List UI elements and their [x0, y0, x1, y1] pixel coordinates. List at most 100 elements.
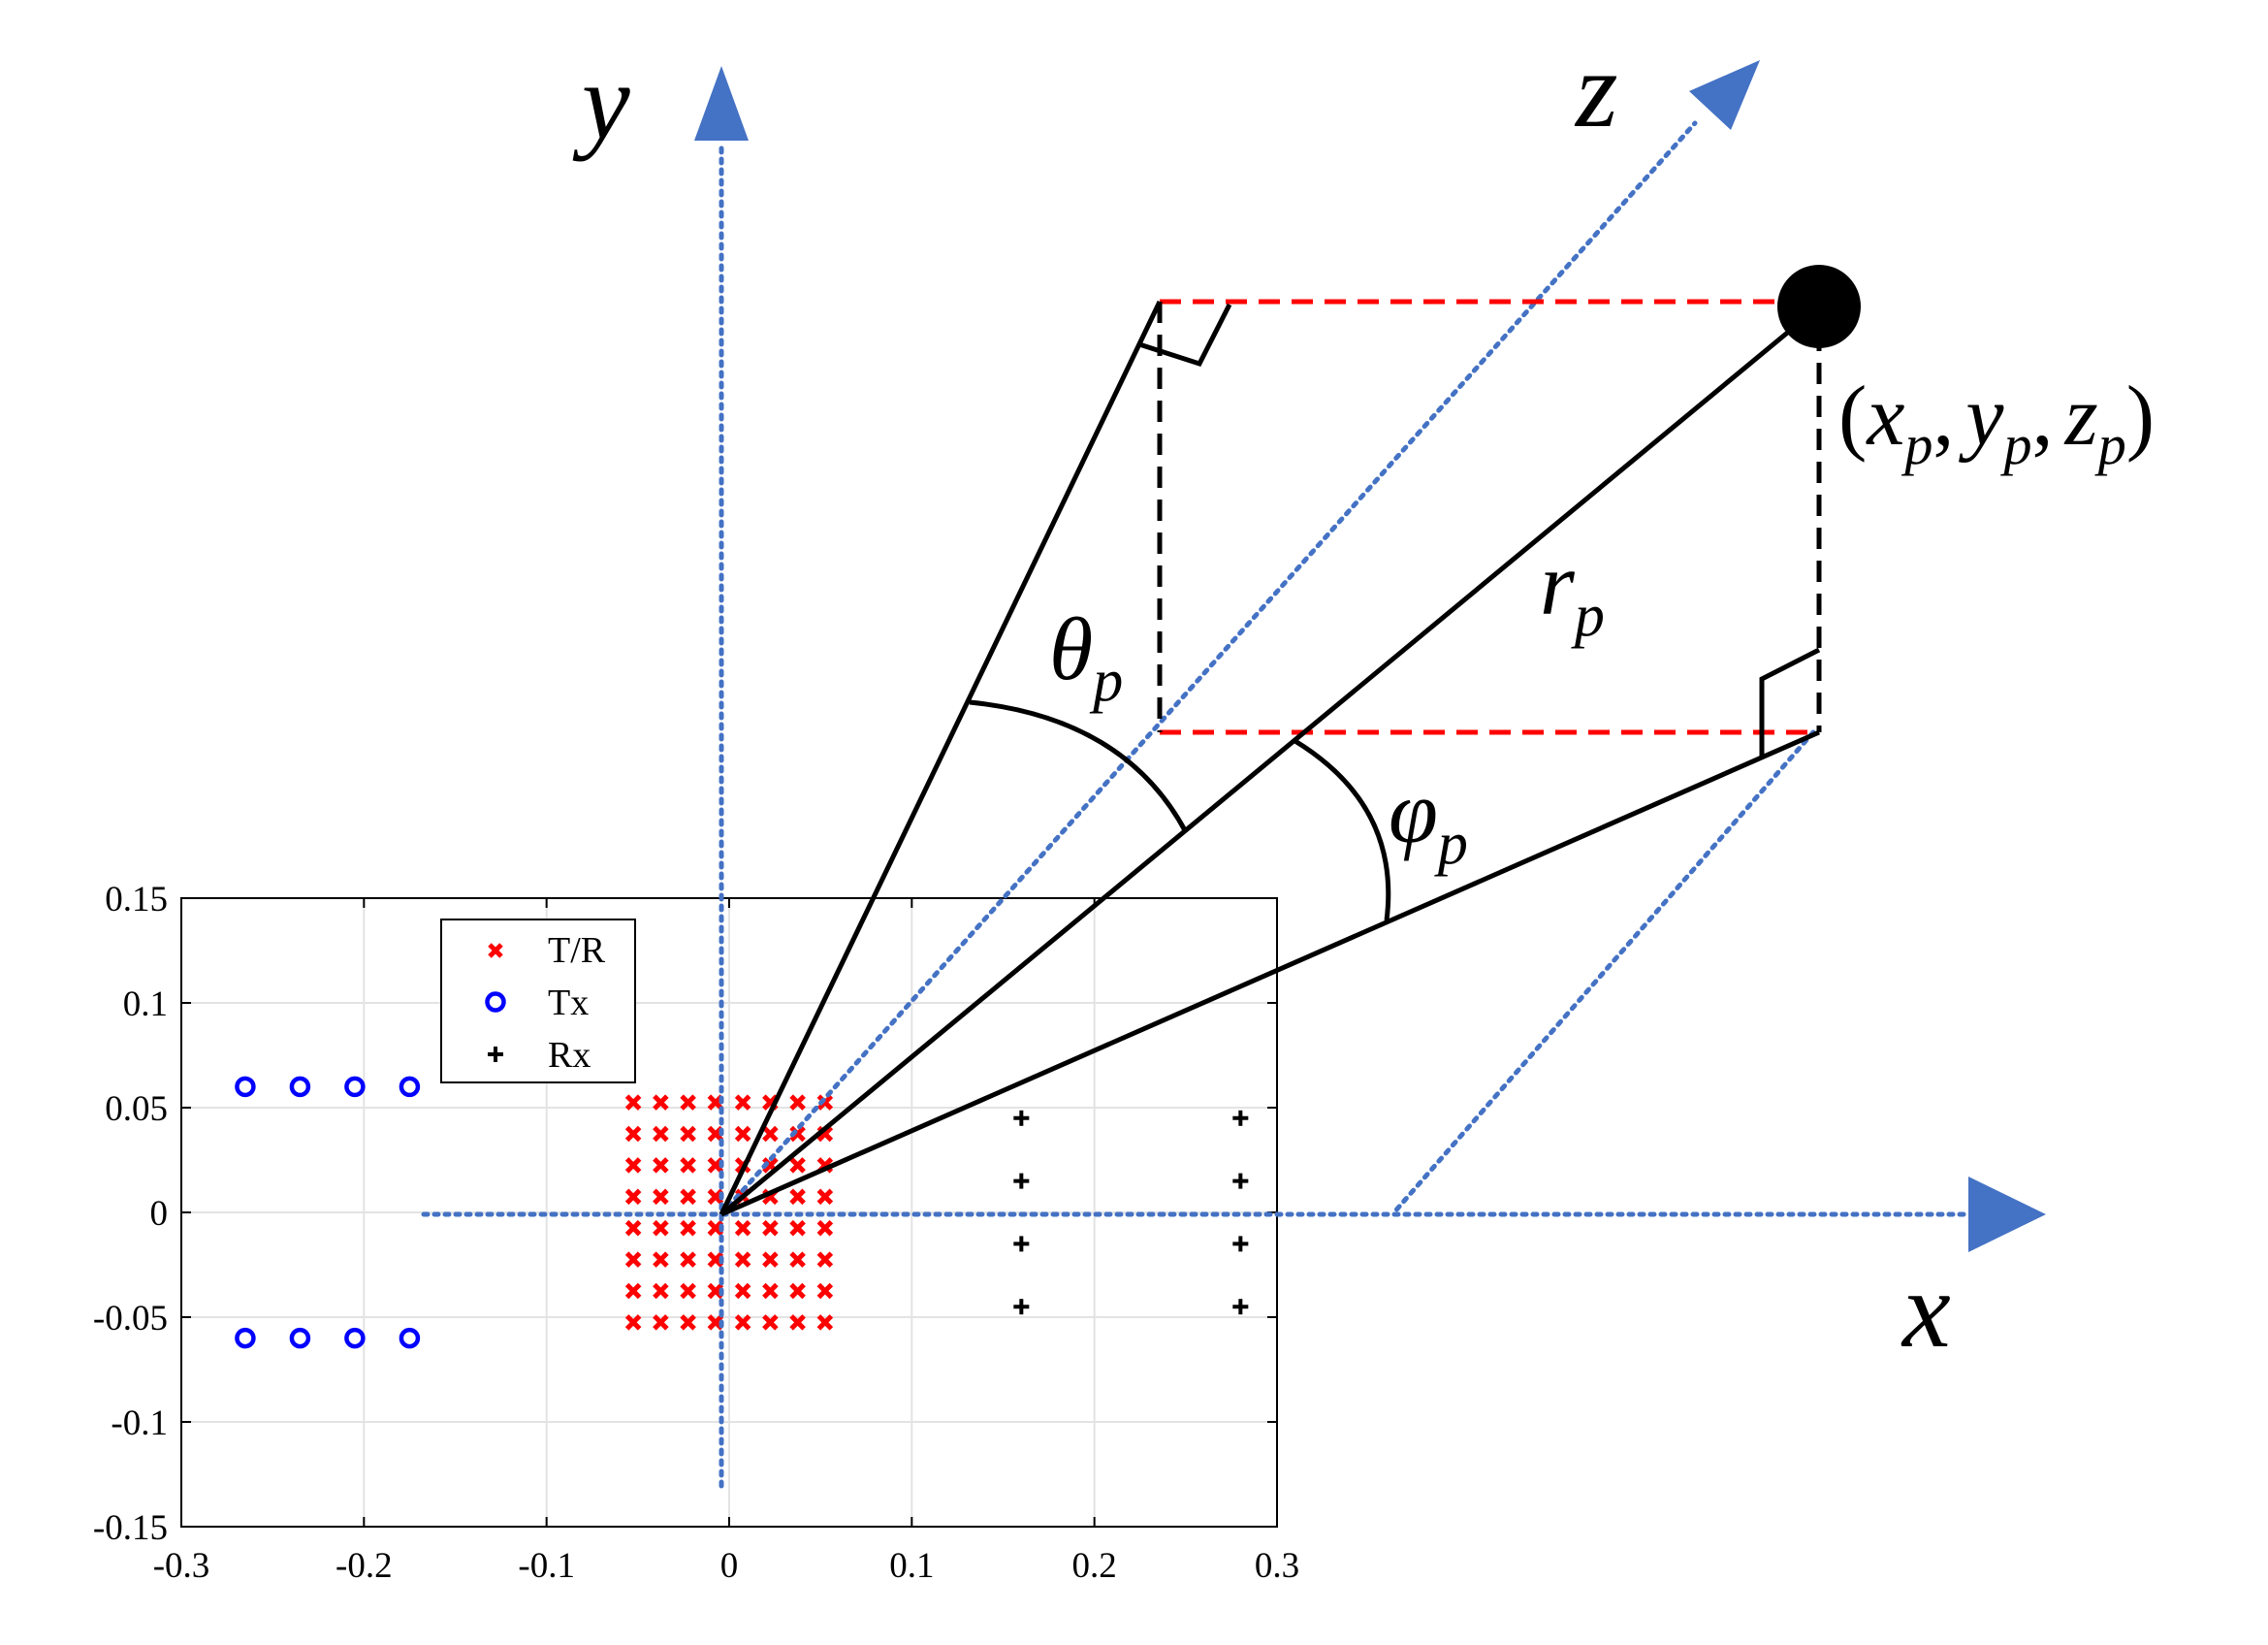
tr-marker — [789, 1282, 806, 1300]
tr-marker — [653, 1251, 669, 1268]
tr-marker — [734, 1314, 751, 1331]
rx-marker — [1232, 1110, 1249, 1126]
tr-marker — [789, 1125, 806, 1143]
tr-marker — [653, 1094, 669, 1111]
tr-marker — [680, 1251, 696, 1268]
y-tick-label: 0.1 — [123, 984, 168, 1024]
right-angle-marker-top — [1138, 303, 1232, 368]
tx-marker — [344, 1076, 366, 1098]
tr-marker — [734, 1094, 751, 1111]
tr-marker — [816, 1314, 834, 1331]
tr-marker — [762, 1282, 779, 1300]
tr-marker — [789, 1188, 806, 1206]
rx-marker — [1013, 1110, 1030, 1126]
tr-marker — [653, 1188, 669, 1206]
point-coordinate-label: (xp,yp,zp) — [1838, 370, 2155, 476]
x-tick-label: 0.2 — [1072, 1546, 1117, 1586]
tr-marker — [680, 1219, 696, 1237]
z-axis-line — [719, 120, 1698, 1217]
rx-marker — [1013, 1299, 1030, 1315]
rx-marker — [1232, 1236, 1249, 1252]
x-tick-label: -0.1 — [518, 1546, 575, 1586]
tr-marker — [789, 1251, 806, 1268]
tr-marker — [762, 1125, 779, 1143]
rx-marker — [1013, 1173, 1030, 1189]
tr-marker — [624, 1282, 642, 1300]
x-axis-arrowhead — [1968, 1177, 2046, 1252]
tr-marker — [734, 1219, 751, 1237]
rx-marker — [1232, 1173, 1249, 1189]
x-tick-label: 0.3 — [1255, 1546, 1299, 1586]
tr-marker — [680, 1157, 696, 1174]
y-tick-label: 0 — [150, 1194, 169, 1234]
x-tick-label: -0.3 — [153, 1546, 210, 1586]
tr-marker — [653, 1219, 669, 1237]
tx-marker — [399, 1076, 421, 1098]
y-tick-label: 0.15 — [105, 880, 168, 919]
legend: T/R Tx Rx — [440, 919, 636, 1083]
tr-marker — [816, 1251, 834, 1268]
tr-marker — [624, 1251, 642, 1268]
z-axis-arrowhead — [1689, 60, 1760, 130]
tx-marker — [289, 1076, 311, 1098]
phi-arc — [1292, 737, 1391, 921]
tr-marker — [762, 1314, 779, 1331]
theta-arc — [969, 699, 1189, 834]
coordinate-axes: y z x — [421, 30, 2046, 1489]
z-axis-label: z — [1574, 30, 1618, 150]
tr-marker — [816, 1094, 834, 1111]
rx-marker — [1013, 1236, 1030, 1252]
projection-lines — [1157, 299, 1822, 735]
tr-marker — [653, 1125, 669, 1143]
tr-marker — [624, 1219, 642, 1237]
tr-marker — [680, 1125, 696, 1143]
y-tick-label: 0.05 — [105, 1089, 168, 1129]
tr-marker — [762, 1219, 779, 1237]
x-axis-label: x — [1901, 1250, 1951, 1371]
target-point — [1777, 265, 1861, 348]
tr-marker — [816, 1219, 834, 1237]
tr-marker — [624, 1157, 642, 1174]
y-axis-label: y — [572, 42, 630, 162]
ray-to-xz-projection — [719, 729, 1821, 1217]
point-projection-guide — [1390, 729, 1816, 1217]
tr-marker — [734, 1251, 751, 1268]
right-angle-marker-bottom — [1759, 647, 1821, 757]
x-tick-label: 0.1 — [889, 1546, 934, 1586]
tr-marker — [653, 1314, 669, 1331]
r-label: rp — [1540, 534, 1605, 649]
ray-to-point — [719, 305, 1821, 1216]
tx-series — [235, 1076, 421, 1349]
tr-marker — [624, 1314, 642, 1331]
tr-marker — [680, 1094, 696, 1111]
tr-marker — [816, 1282, 834, 1300]
tr-marker — [624, 1094, 642, 1111]
rx-series — [1013, 1110, 1249, 1315]
legend-label-rx: Rx — [548, 1035, 591, 1076]
tr-marker — [762, 1251, 779, 1268]
phi-label: φp — [1389, 762, 1468, 877]
tx-marker — [344, 1327, 366, 1349]
tr-marker — [680, 1282, 696, 1300]
tr-marker — [789, 1157, 806, 1174]
tr-marker — [734, 1125, 751, 1143]
legend-label-tr: T/R — [548, 930, 606, 971]
legend-marker-tr — [488, 943, 503, 958]
legend-marker-rx — [488, 1047, 503, 1062]
tx-marker — [399, 1327, 421, 1349]
ray-to-yz-projection — [719, 300, 1163, 1216]
tx-marker — [235, 1076, 256, 1098]
tr-marker — [789, 1219, 806, 1237]
tr-marker — [680, 1188, 696, 1206]
tx-marker — [289, 1327, 311, 1349]
tr-marker — [734, 1282, 751, 1300]
tr-series — [624, 1094, 834, 1331]
plot-ticks — [180, 897, 1278, 1528]
tr-marker — [707, 1251, 724, 1268]
y-tick-label: -0.1 — [111, 1403, 168, 1443]
tr-marker — [624, 1125, 642, 1143]
